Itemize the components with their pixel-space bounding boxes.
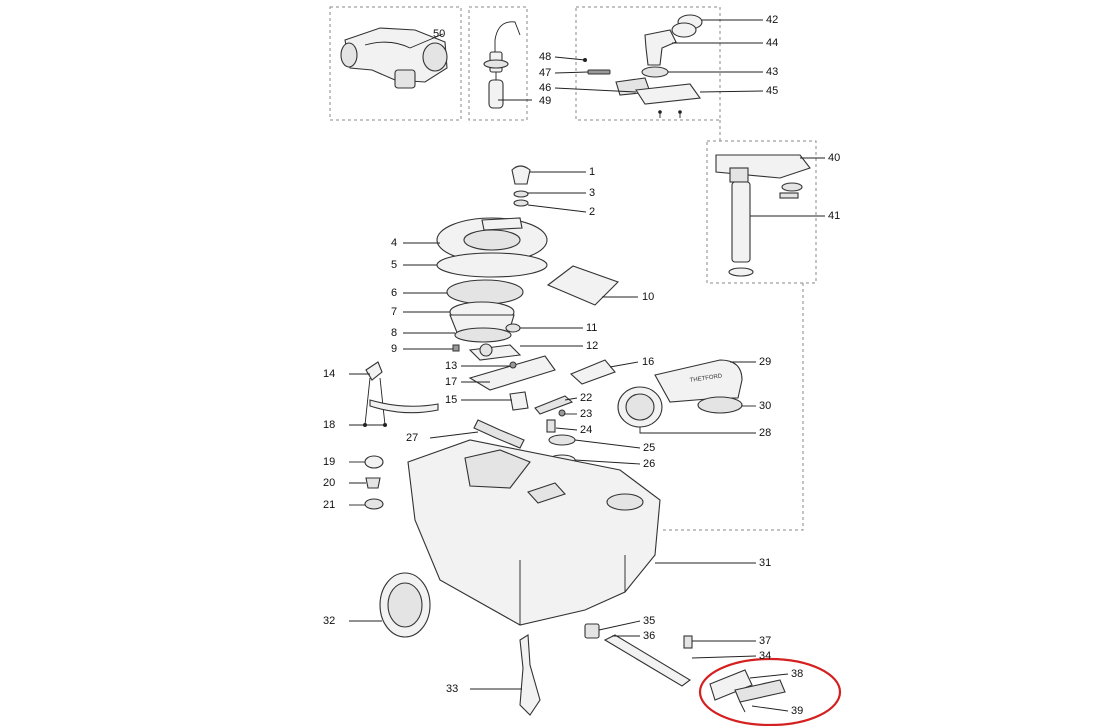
part-label-18: 18	[323, 419, 336, 431]
part-label-34: 34	[759, 650, 772, 662]
outlet-parts-28-30: THETFORD	[617, 359, 743, 428]
part-label-43: 43	[766, 66, 779, 78]
part-label-1: 1	[589, 166, 596, 178]
slide-lever-part-17	[468, 355, 556, 391]
part-label-30: 30	[759, 400, 772, 412]
part-label-45: 45	[766, 85, 779, 97]
part-label-13: 13	[445, 360, 458, 372]
part-label-16: 16	[642, 356, 655, 368]
part-label-6: 6	[391, 287, 398, 299]
cover-plate-part-10	[546, 265, 620, 306]
connector-dash-tube-to-body	[660, 283, 804, 531]
part-label-17: 17	[445, 376, 458, 388]
part-label-24: 24	[580, 424, 593, 436]
inset-box-outlet-elbow	[575, 6, 721, 121]
part-label-50: 50	[433, 28, 446, 40]
part-label-31: 31	[759, 557, 772, 569]
tube-marking-text: THETFORD	[689, 373, 723, 384]
extension-tube-part-40-41	[715, 154, 811, 277]
part-label-46: 46	[539, 82, 552, 94]
part-label-25: 25	[643, 442, 656, 454]
part-label-10: 10	[642, 291, 655, 303]
part-label-47: 47	[539, 67, 552, 79]
part-label-2: 2	[589, 206, 596, 218]
part-label-33: 33	[446, 683, 459, 695]
inset-box-pump	[329, 6, 462, 121]
leader-lines	[349, 19, 825, 712]
main-tank-part-31	[407, 439, 661, 626]
bowl-assembly-parts-4-8	[436, 217, 548, 343]
part-label-22: 22	[580, 392, 593, 404]
part-label-27: 27	[406, 432, 419, 444]
bracket-part-27	[473, 419, 525, 449]
part-label-9: 9	[391, 343, 398, 355]
screw-part-13	[509, 361, 517, 369]
part-label-36: 36	[643, 630, 656, 642]
hardware-parts-15-22-24	[509, 391, 574, 433]
valve-blade-parts-38-39	[709, 669, 786, 713]
part-label-37: 37	[759, 635, 772, 647]
part-label-38: 38	[791, 668, 804, 680]
part-label-39: 39	[791, 705, 804, 717]
part-label-49: 49	[539, 95, 552, 107]
part-label-28: 28	[759, 427, 772, 439]
part-label-3: 3	[589, 187, 596, 199]
part-label-48: 48	[539, 51, 552, 63]
fittings-parts-19-21	[364, 455, 384, 510]
part-label-35: 35	[643, 615, 656, 627]
part-label-23: 23	[580, 408, 593, 420]
part-label-15: 15	[445, 394, 458, 406]
part-label-19: 19	[323, 456, 336, 468]
part-label-5: 5	[391, 259, 398, 271]
part-label-26: 26	[643, 458, 656, 470]
frame-part-14-18	[363, 361, 439, 427]
outlet-elbow-assembly-42-48	[583, 14, 703, 118]
part-label-7: 7	[391, 306, 398, 318]
part-label-42: 42	[766, 14, 779, 26]
highlight-circle	[698, 657, 842, 726]
part-label-14: 14	[323, 368, 336, 380]
level-sensor-part-49	[483, 21, 521, 109]
part-label-12: 12	[586, 340, 599, 352]
rod-parts-34-37	[584, 623, 693, 687]
part-label-20: 20	[323, 477, 336, 489]
knob-part-1-3	[511, 165, 531, 207]
inset-box-extension-tube	[706, 140, 817, 284]
part-label-21: 21	[323, 499, 336, 511]
inset-box-level-sensor	[468, 6, 528, 121]
handle-part-33	[519, 634, 541, 716]
part-label-8: 8	[391, 327, 398, 339]
part-label-32: 32	[323, 615, 336, 627]
part-label-4: 4	[391, 237, 398, 249]
wheel-part-32	[379, 572, 431, 638]
part-label-11: 11	[586, 322, 598, 334]
part-label-40: 40	[828, 152, 841, 164]
valve-parts-9-11-12	[452, 323, 522, 361]
cap-part-16	[569, 359, 616, 385]
pump-part-50	[340, 27, 448, 89]
part-label-29: 29	[759, 356, 772, 368]
part-label-44: 44	[766, 37, 779, 49]
part-label-41: 41	[828, 210, 841, 222]
